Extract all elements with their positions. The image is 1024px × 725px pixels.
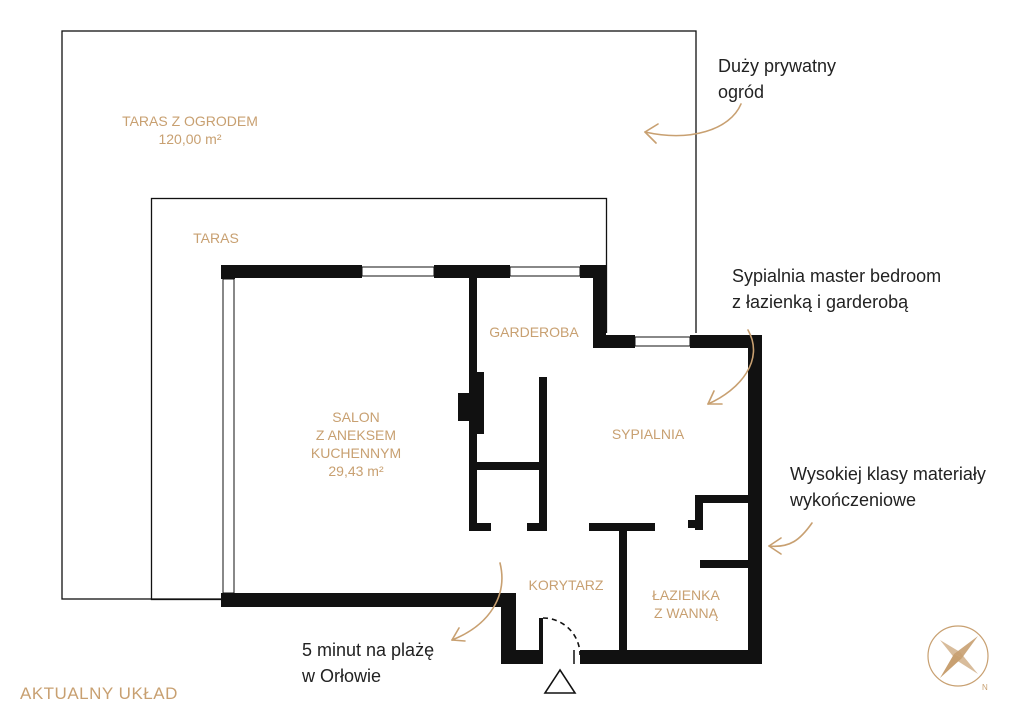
- annotation-materials-line1: Wysokiej klasy materiały: [790, 464, 986, 484]
- layout-label: AKTUALNY UKŁAD: [20, 684, 178, 703]
- svg-text:N: N: [982, 683, 988, 692]
- terrace-name: TARAS: [193, 230, 239, 246]
- entrance-triangle-icon: [543, 668, 577, 694]
- annotation-arrows: [451, 103, 813, 642]
- arrow-garden: [644, 103, 742, 137]
- annotation-garden-line1: Duży prywatny: [718, 56, 837, 76]
- korytarz-name: KORYTARZ: [528, 577, 604, 593]
- annotation-garden: Duży prywatny ogród: [718, 53, 836, 105]
- annotation-bedroom-line1: Sypialnia master bedroom: [732, 266, 942, 286]
- arrow-beach: [451, 562, 503, 641]
- label-garden-terrace: TARAS Z OGRODEM 120,00 m²: [100, 112, 280, 148]
- garderoba-name: GARDEROBA: [489, 324, 579, 340]
- annotation-garden-line2: ogród: [718, 82, 765, 102]
- lazienka-line1: ŁAZIENKA: [652, 587, 720, 603]
- compass-rose-icon: N: [927, 625, 989, 692]
- label-garderoba: GARDEROBA: [480, 323, 588, 341]
- annotation-materials-line2: wykończeniowe: [790, 490, 917, 510]
- annotation-materials: Wysokiej klasy materiały wykończeniowe: [790, 461, 986, 513]
- annotation-bedroom: Sypialnia master bedroom z łazienką i ga…: [732, 263, 941, 315]
- label-lazienka: ŁAZIENKA Z WANNĄ: [632, 586, 740, 622]
- annotation-bedroom-line2: z łazienką i garderobą: [732, 292, 909, 312]
- annotation-beach: 5 minut na plażę w Orłowie: [302, 637, 434, 689]
- apartment-walls: [221, 265, 762, 664]
- annotation-beach-line2: w Orłowie: [302, 666, 382, 686]
- salon-line3: KUCHENNYM: [310, 445, 402, 461]
- label-sypialnia: SYPIALNIA: [598, 425, 698, 443]
- garden-terrace-area: 120,00 m²: [158, 131, 222, 147]
- label-salon: SALON Z ANEKSEM KUCHENNYM 29,43 m²: [286, 408, 426, 480]
- garden-terrace-name: TARAS Z OGRODEM: [122, 113, 258, 129]
- arrow-bedroom: [707, 329, 755, 405]
- annotation-beach-line1: 5 minut na plażę: [302, 640, 435, 660]
- label-terrace: TARAS: [176, 229, 256, 247]
- label-korytarz: KORYTARZ: [518, 576, 614, 594]
- salon-line2: Z ANEKSEM: [315, 427, 397, 443]
- windows: [222, 266, 691, 594]
- salon-line1: SALON: [332, 409, 380, 425]
- arrow-materials: [768, 522, 813, 548]
- lazienka-line2: Z WANNĄ: [653, 605, 719, 621]
- salon-area: 29,43 m²: [328, 463, 384, 479]
- entrance-door: [539, 617, 581, 664]
- sypialnia-name: SYPIALNIA: [611, 426, 685, 442]
